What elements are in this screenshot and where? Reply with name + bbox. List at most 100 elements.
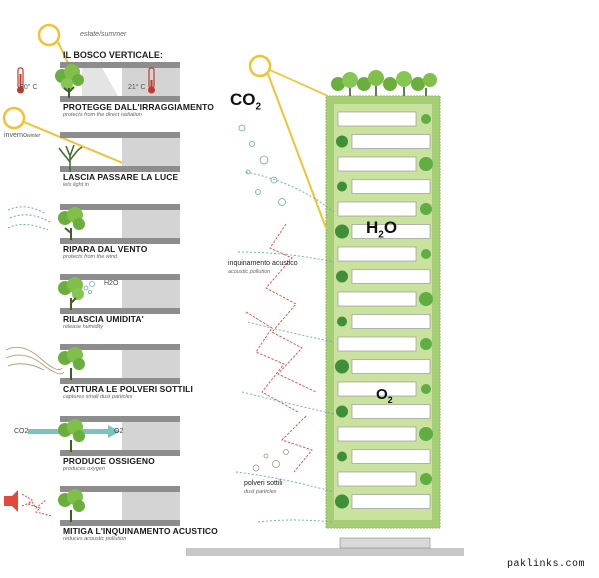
humidity-bubbles-icon — [83, 281, 95, 294]
panel-title: RILASCIA UMIDITA' — [63, 314, 144, 324]
tree-icon — [55, 64, 84, 98]
floor-slab — [351, 449, 431, 464]
balcony-tree — [419, 292, 433, 306]
floor-slab — [337, 336, 417, 352]
floor-slab — [337, 381, 417, 397]
floor-slab — [337, 426, 417, 442]
thermometer-hot-icon — [17, 67, 24, 94]
tree-icon — [58, 489, 85, 522]
panel-oxygen: CO2 O2 PRODUCE OSSIGENO produces oxygen — [0, 410, 185, 474]
dust-lines-icon — [5, 346, 65, 375]
h2o-big-label: H2O — [366, 218, 397, 240]
balcony-tree — [335, 494, 349, 509]
interior-block — [122, 210, 180, 238]
sun-icon — [248, 54, 272, 78]
diagram-title: IL BOSCO VERTICALE: — [63, 50, 163, 60]
floor-slab-top — [60, 344, 180, 350]
floor-slab-bottom — [60, 520, 180, 526]
balcony-tree — [335, 359, 349, 374]
temp-cool-label: 21° C — [128, 84, 146, 91]
airflow-lines — [235, 171, 335, 523]
season-winter-sub: winter — [26, 133, 41, 139]
floor-slab — [351, 134, 431, 149]
dust-sublabel: dust particles — [244, 489, 277, 495]
temp-hot-label: 30° C — [20, 84, 38, 91]
co2-big-main: CO — [230, 90, 256, 109]
acoustic-label: inquinamento acustico — [228, 260, 298, 267]
floor-slab — [351, 314, 431, 329]
wind-lines-icon — [7, 206, 51, 231]
floor-slab — [351, 224, 431, 239]
balcony-tree — [336, 135, 348, 148]
interior-block — [122, 280, 180, 308]
balcony-tree — [421, 249, 431, 259]
balcony-tree — [336, 405, 348, 418]
floor-slab — [337, 111, 417, 127]
tree-icon — [58, 277, 84, 310]
balcony-tree — [420, 203, 432, 215]
panel-title: LASCIA PASSARE LA LUCE — [63, 172, 179, 182]
panel-wind: RIPARA DAL VENTO protects from the wind — [0, 198, 185, 260]
floor-slab-top — [60, 274, 180, 280]
co2-big-label: CO2 — [230, 90, 261, 112]
floor-slab-bottom — [60, 96, 180, 102]
floor-slab-top — [60, 62, 180, 68]
floor-slab — [337, 291, 417, 307]
h2o-big-a: H — [366, 218, 379, 237]
balcony-tree — [337, 316, 347, 327]
panel-subtitle: lets light in — [63, 182, 89, 188]
panel-title: CATTURA LE POLVERI SOTTILI — [63, 384, 193, 394]
acoustic-sublabel: acoustic pollution — [228, 269, 271, 275]
h2o-big-b: O — [383, 218, 398, 237]
balcony-tree — [420, 473, 432, 485]
floor-slab — [351, 359, 431, 374]
balcony-tree — [337, 181, 347, 192]
panel-humidity: H2O RILASCIA UMIDITA' release humidity — [0, 268, 185, 330]
panel-radiation: 30° C 21° C PROTEGGE DALL'IRRAGGIAMENTO … — [0, 60, 214, 118]
interior-block — [122, 492, 180, 520]
balcony-tree — [421, 114, 431, 124]
floor-slab — [337, 156, 417, 172]
bare-tree-icon — [58, 144, 83, 172]
floor-slab-bottom — [60, 378, 180, 384]
floor-slab-top — [60, 486, 180, 492]
dust-circles — [252, 449, 289, 472]
tower-base — [339, 537, 431, 549]
floor-slab-bottom — [60, 450, 180, 456]
interior-block — [122, 422, 180, 450]
panel-subtitle: protects from the wind — [63, 254, 118, 260]
balcony-tree — [421, 384, 431, 394]
panel-noise: MITIGA L'INQUINAMENTO ACUSTICO reduces a… — [0, 480, 218, 546]
season-winter-main: inverno — [4, 132, 27, 139]
floor-slab-bottom — [60, 238, 180, 244]
floor-slab — [337, 201, 417, 217]
co2-small-label: CO2 — [14, 428, 29, 435]
o2-big-label: O2 — [376, 386, 393, 405]
season-winter-label: invernowinter — [4, 132, 40, 139]
balcony-tree — [335, 224, 349, 239]
panel-subtitle: protects from the direct radiation — [63, 112, 142, 118]
watermark: paklinks.com — [506, 559, 585, 570]
panel-title: RIPARA DAL VENTO — [63, 244, 148, 254]
floor-slab — [337, 471, 417, 487]
floor-slab-bottom — [60, 308, 180, 314]
thermometer-cool-icon — [148, 67, 155, 94]
tree-icon — [58, 419, 85, 452]
balcony-tree — [420, 338, 432, 350]
balcony-tree — [419, 427, 433, 441]
balcony-tree — [337, 451, 347, 462]
panel-light: LASCIA PASSARE LA LUCE lets light in — [0, 128, 185, 188]
shade-triangle-icon — [82, 68, 118, 96]
o2-big-sub: 2 — [387, 395, 393, 405]
h2o-big-sub: 2 — [378, 229, 384, 241]
sun-ray — [267, 73, 327, 229]
panel-subtitle: reduces acoustic pollution — [63, 536, 127, 542]
ground-plane — [186, 548, 464, 556]
floor-slab — [351, 404, 431, 419]
tower-section-diagram — [186, 54, 464, 556]
panel-subtitle: produces oxygen — [63, 466, 105, 472]
floor-slab — [351, 494, 431, 509]
interior-block — [122, 350, 180, 378]
panel-title: MITIGA L'INQUINAMENTO ACUSTICO — [63, 526, 218, 536]
co2-bubbles — [238, 124, 286, 206]
